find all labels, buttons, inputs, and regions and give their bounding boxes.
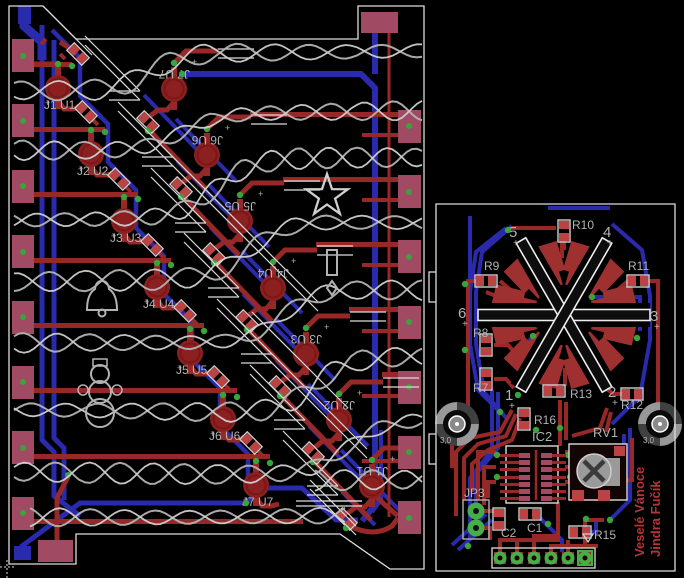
svg-text:IC2: IC2 bbox=[532, 429, 552, 444]
svg-text:C1: C1 bbox=[527, 521, 543, 535]
svg-text:+: + bbox=[291, 256, 296, 266]
svg-text:R11: R11 bbox=[628, 259, 649, 273]
svg-text:J1 U1: J1 U1 bbox=[44, 98, 76, 112]
svg-text:6: 6 bbox=[458, 305, 466, 322]
svg-text:5: 5 bbox=[509, 224, 517, 241]
svg-text:J3 U3: J3 U3 bbox=[110, 231, 142, 245]
svg-text:R9: R9 bbox=[484, 259, 500, 273]
svg-text:R8: R8 bbox=[473, 326, 489, 340]
svg-text:Jindra Fučík: Jindra Fučík bbox=[648, 480, 663, 557]
svg-text:2: 2 bbox=[608, 384, 616, 401]
svg-text:C2: C2 bbox=[501, 526, 517, 540]
svg-text:J6 U6: J6 U6 bbox=[209, 429, 241, 443]
svg-text:J2 U2: J2 U2 bbox=[323, 398, 355, 412]
svg-text:4: 4 bbox=[603, 224, 611, 241]
svg-text:+: + bbox=[177, 363, 182, 373]
svg-text:3,0: 3,0 bbox=[643, 436, 655, 445]
svg-text:R12: R12 bbox=[621, 398, 643, 412]
svg-text:3: 3 bbox=[650, 308, 658, 325]
svg-text:RV1: RV1 bbox=[593, 425, 618, 440]
svg-text:R13: R13 bbox=[570, 387, 592, 401]
svg-text:+: + bbox=[210, 429, 215, 439]
svg-text:J7 U7: J7 U7 bbox=[242, 495, 274, 509]
svg-text:+: + bbox=[462, 319, 468, 330]
svg-text:Veselé Vánoce: Veselé Vánoce bbox=[632, 467, 647, 557]
svg-text:+: + bbox=[654, 322, 660, 333]
svg-text:+: + bbox=[78, 164, 83, 174]
svg-text:R7: R7 bbox=[473, 381, 489, 395]
svg-text:1: 1 bbox=[505, 387, 513, 404]
svg-text:+: + bbox=[258, 189, 263, 199]
svg-text:+: + bbox=[509, 401, 515, 412]
svg-text:+: + bbox=[607, 238, 613, 249]
svg-text:R10: R10 bbox=[572, 218, 594, 232]
svg-text:J7 U7: J7 U7 bbox=[158, 67, 190, 81]
svg-text:+: + bbox=[144, 297, 149, 307]
svg-text:3,0: 3,0 bbox=[440, 436, 452, 445]
svg-text:J4 U4: J4 U4 bbox=[143, 297, 175, 311]
svg-text:J6 U6: J6 U6 bbox=[191, 133, 223, 147]
svg-text:+: + bbox=[324, 322, 329, 332]
svg-text:JP3: JP3 bbox=[464, 486, 485, 500]
svg-text:J4 U4: J4 U4 bbox=[257, 266, 289, 280]
svg-text:+: + bbox=[612, 398, 618, 409]
svg-text:+: + bbox=[390, 454, 395, 464]
svg-text:J5 U5: J5 U5 bbox=[224, 199, 256, 213]
svg-text:R15: R15 bbox=[594, 528, 616, 542]
svg-text:+: + bbox=[225, 123, 230, 133]
svg-text:J2 U2: J2 U2 bbox=[77, 164, 109, 178]
svg-text:+: + bbox=[45, 98, 50, 108]
svg-text:J3 U3: J3 U3 bbox=[290, 332, 322, 346]
svg-text:+: + bbox=[357, 388, 362, 398]
svg-text:+: + bbox=[192, 57, 197, 67]
svg-text:R16: R16 bbox=[534, 413, 556, 427]
svg-text:J1 U1: J1 U1 bbox=[356, 464, 388, 478]
svg-text:+: + bbox=[513, 238, 519, 249]
svg-text:J5 U5: J5 U5 bbox=[176, 363, 208, 377]
svg-text:+: + bbox=[111, 231, 116, 241]
